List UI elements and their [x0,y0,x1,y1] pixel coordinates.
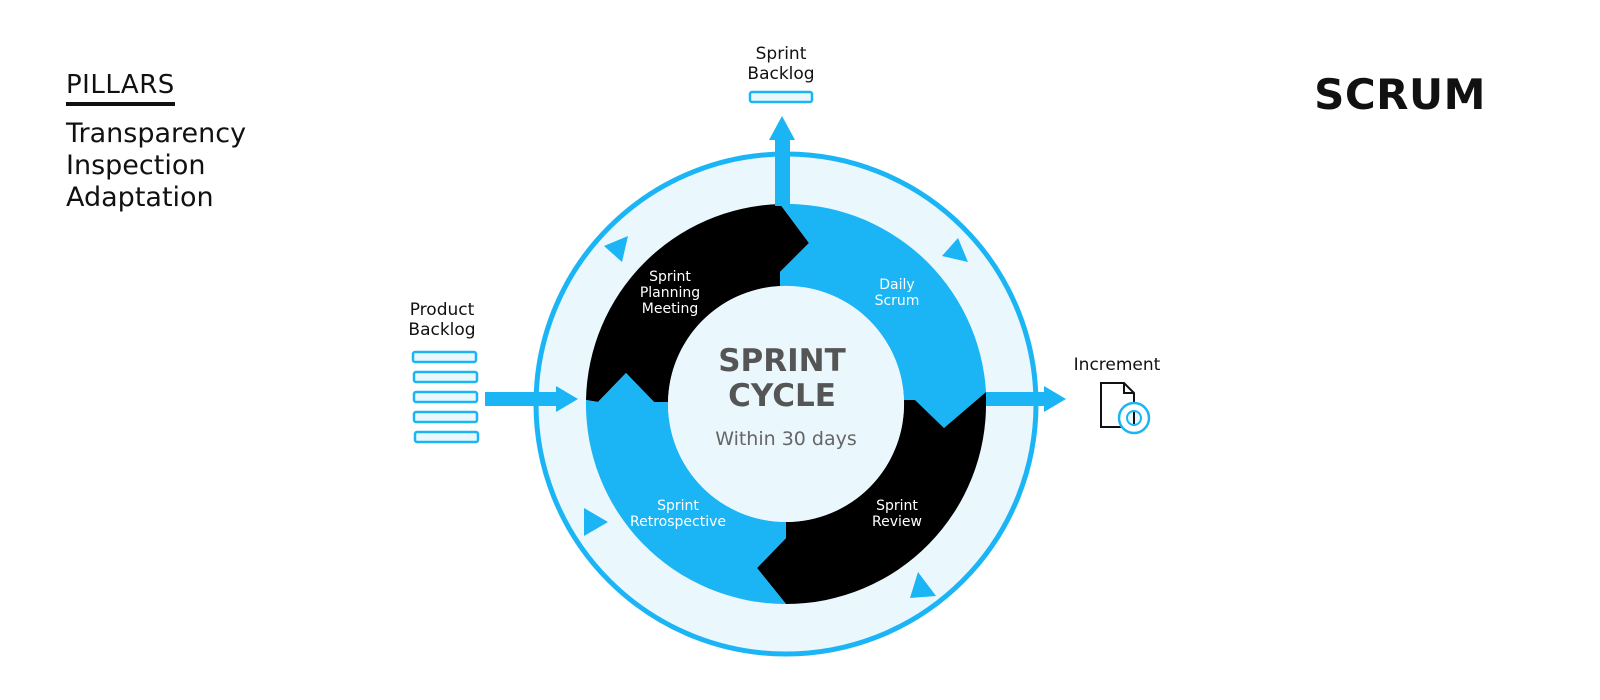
stage-planning-segment [586,204,809,402]
pillar-item: Transparency [66,118,247,149]
stage-retro-label-line: Retrospective [630,514,726,530]
pillar-item: Inspection [66,150,206,181]
stage-review-label-line: Review [872,514,922,530]
product-backlog-item-icon [413,430,480,444]
increment-arrow-shaft [986,392,1046,406]
product-backlog-label-line: Backlog [408,320,475,340]
product-backlog-item-icon [412,410,479,424]
pillar-item: Adaptation [66,182,214,213]
stage-daily-label-line: Scrum [875,293,920,309]
sprint-backlog-arrow-head [769,116,795,140]
product-backlog-arrow-head [556,386,578,412]
stage-daily-segment [780,203,986,428]
pillars-heading: PILLARS [66,70,175,106]
stage-planning-label-line: Meeting [642,301,698,317]
cycle-direction-arrow [910,572,936,598]
sprint-backlog-label-line: Backlog [747,64,814,84]
stage-retro-segment [585,373,786,604]
increment-document-icon [1100,382,1151,435]
stage-planning-label-line: Planning [640,285,700,301]
cycle-title-line: SPRINT [718,343,846,379]
product-backlog-item-icon [411,350,478,364]
product-backlog-item-icon [412,390,479,404]
stage-planning-label-line: Sprint [649,269,691,285]
product-backlog-arrow-shaft [485,392,557,406]
stage-review-segment [757,392,987,604]
cycle-title-line: CYCLE [728,378,836,414]
stage-daily-label-line: Daily [879,277,914,293]
stage-review-label-line: Sprint [876,498,918,514]
cycle-hub [668,286,904,522]
brand-title: SCRUM [1314,70,1486,119]
pillars-list: Transparency Inspection Adaptation [66,118,246,214]
increment-arrow-head [1044,386,1066,412]
sprint-backlog-arrow-shaft [775,140,790,206]
cycle-direction-arrow [584,508,608,536]
cycle-direction-arrow [942,238,968,262]
sprint-backlog-icon [748,90,814,104]
cycle-direction-arrow [604,236,628,262]
product-backlog-item-icon [412,370,479,384]
stage-retro-label-line: Sprint [657,498,699,514]
cycle-subtitle: Within 30 days [715,428,857,450]
sprint-backlog-label-line: Sprint [756,44,807,64]
product-backlog-label-line: Product [410,300,475,320]
increment-label: Increment [1074,355,1161,375]
